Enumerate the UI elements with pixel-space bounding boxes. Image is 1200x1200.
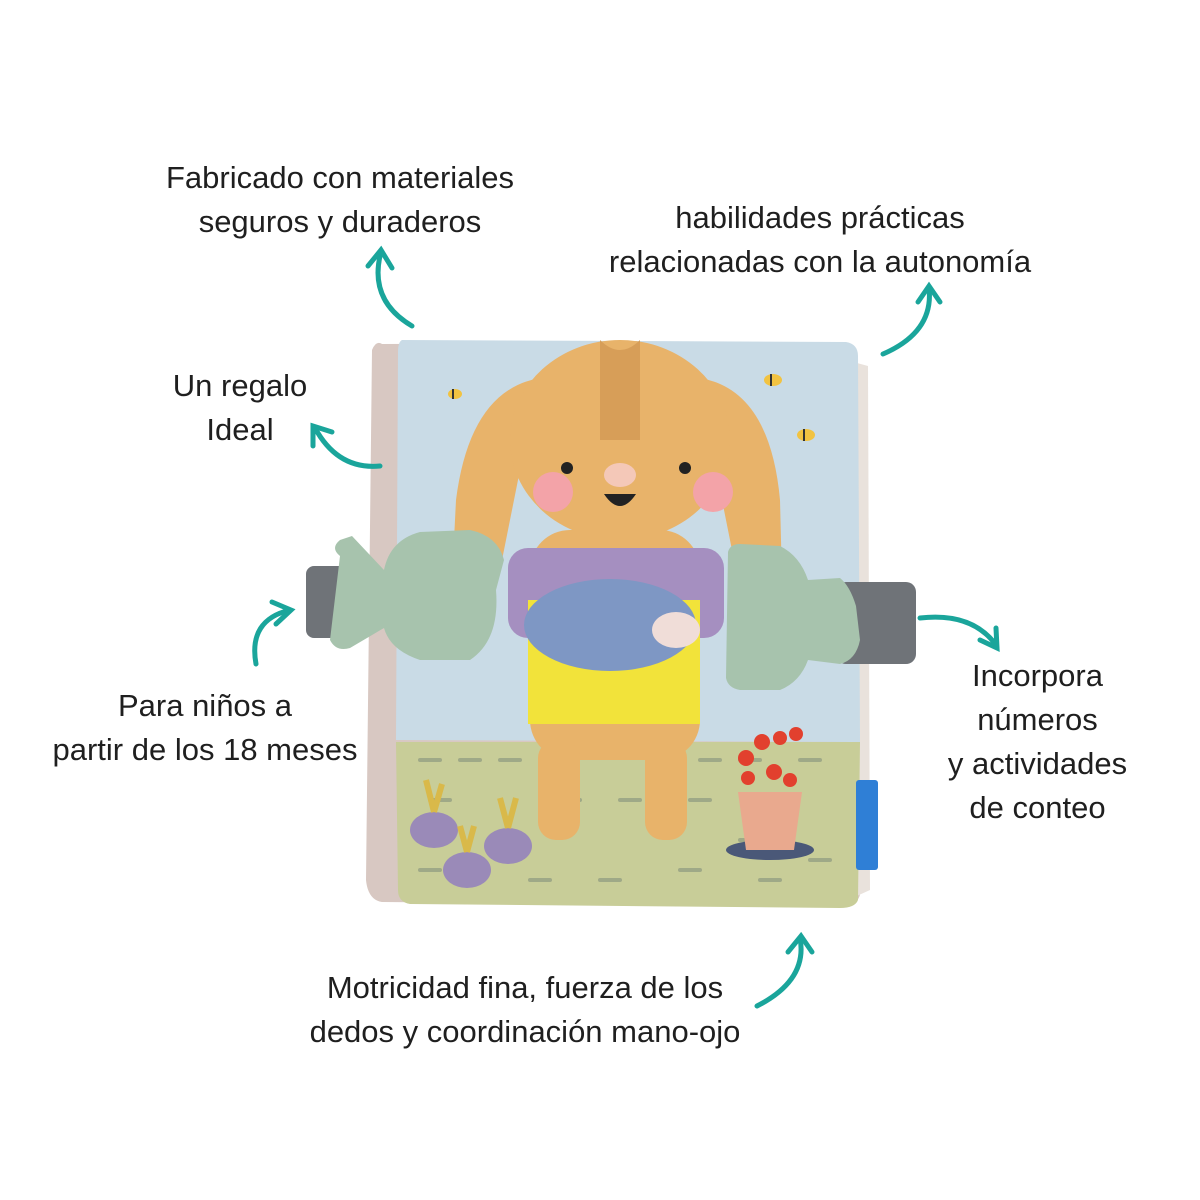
- callout-autonomy-line-2: relacionadas con la autonomía: [608, 244, 1032, 279]
- hedgehog: [524, 579, 696, 671]
- callout-materials-line-2: seguros y duraderos: [198, 204, 482, 239]
- bee-icon: [448, 374, 815, 441]
- arrow-age: [252, 607, 293, 667]
- tomatoes: [738, 727, 803, 787]
- bunny-eye-left: [561, 462, 573, 474]
- bunny-mouth: [604, 494, 636, 506]
- arrow-gift-head: [310, 422, 335, 449]
- brand-tag: [856, 780, 878, 870]
- arrow-gift: [312, 425, 383, 469]
- arrow-autonomy-head: [915, 281, 943, 305]
- arrow-motor: [754, 935, 804, 1009]
- callout-numbers-line-4: de conteo: [969, 790, 1106, 825]
- bunny-leg-right: [645, 740, 687, 840]
- callout-age: Para niños a partir de los 18 meses: [20, 684, 390, 772]
- callout-age-line-2: partir de los 18 meses: [52, 732, 358, 767]
- callout-numbers: Incorpora números y actividades de conte…: [915, 654, 1160, 830]
- bunny-leg-left: [538, 740, 580, 840]
- callout-autonomy-line-1: habilidades prácticas: [675, 200, 965, 235]
- callout-materials-line-1: Fabricado con materiales: [165, 160, 515, 195]
- callout-gift-line-1: Un regalo: [172, 368, 308, 403]
- bunny-cheek-left: [533, 472, 573, 512]
- arrow-materials: [375, 249, 415, 329]
- callout-numbers-line-3: y actividades: [947, 746, 1128, 781]
- arrow-autonomy: [880, 285, 932, 357]
- callout-age-line-1: Para niños a: [117, 688, 293, 723]
- callout-autonomy: habilidades prácticas relacionadas con l…: [545, 196, 1095, 284]
- arrow-numbers-head: [977, 625, 1000, 653]
- turnips: [410, 779, 532, 888]
- callout-materials: Fabricado con materiales seguros y durad…: [120, 156, 560, 244]
- callout-gift-line-2: Ideal: [206, 412, 274, 447]
- arrow-motor-head: [785, 931, 815, 955]
- arrow-age-head: [269, 599, 296, 627]
- bunny-eye-right: [679, 462, 691, 474]
- callout-numbers-line-2: números: [977, 702, 1098, 737]
- callout-motor-line-1: Motricidad fina, fuerza de los: [326, 970, 724, 1005]
- callout-motor-line-2: dedos y coordinación mano-ojo: [309, 1014, 741, 1049]
- bunny-nose: [604, 463, 636, 487]
- callout-numbers-line-1: Incorpora: [972, 658, 1103, 693]
- curved-arrow-icon: [252, 245, 1000, 1009]
- bunny-cheek-right: [693, 472, 733, 512]
- buckle-left[interactable]: [330, 530, 504, 660]
- callout-gift: Un regalo Ideal: [140, 364, 340, 452]
- arrow-numbers: [917, 614, 999, 648]
- buckle-right[interactable]: [726, 544, 860, 690]
- tomato-pot: [738, 792, 802, 850]
- callout-motor: Motricidad fina, fuerza de los dedos y c…: [255, 966, 795, 1054]
- arrow-materials-head: [365, 245, 395, 271]
